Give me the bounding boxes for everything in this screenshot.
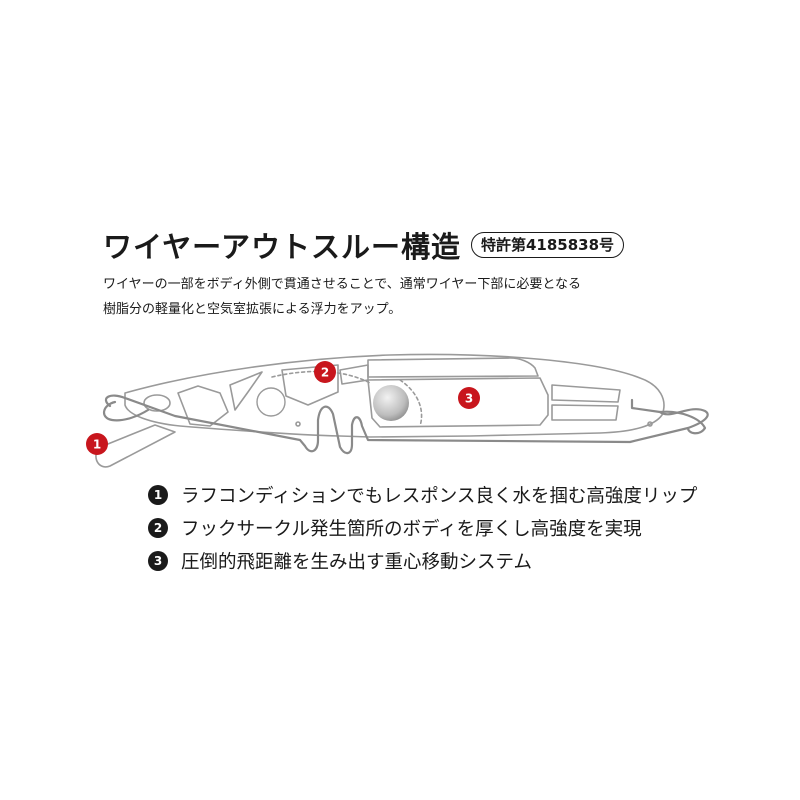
hanger-front [295, 421, 301, 427]
feature-number: 1 [148, 484, 168, 505]
description: ワイヤーの一部をボディ外側で貫通させることで、通常ワイヤー下部に必要となる 樹脂… [103, 272, 581, 322]
lure-body-outline [124, 353, 665, 438]
weight-ball [373, 385, 409, 421]
feature-text: ラフコンディションでもレスポンス良く水を掴む高強度リップ [181, 485, 698, 507]
chamber-1 [229, 371, 263, 411]
feature-list: 1 ラフコンディションでもレスポンス良く水を掴む高強度リップ 2 フックサークル… [148, 478, 697, 577]
chamber-3 [367, 357, 539, 378]
description-line-1: ワイヤーの一部をボディ外側で貫通させることで、通常ワイヤー下部に必要となる [103, 277, 582, 292]
chamber-long [367, 377, 549, 428]
front-ring [103, 400, 150, 422]
chamber-tail-1 [551, 384, 621, 403]
header: ワイヤーアウトスルー構造 特許第4185838号 [103, 224, 625, 266]
feature-number: 3 [148, 550, 168, 571]
patent-badge: 特許第4185838号 [470, 232, 625, 258]
page-title: ワイヤーアウトスルー構造 [103, 230, 461, 264]
chamber-head [177, 385, 229, 427]
feature-number: 2 [148, 517, 168, 538]
weight-ball-small [256, 387, 286, 417]
svg-text:2: 2 [321, 366, 329, 380]
feature-item: 2 フックサークル発生箇所のボディを厚くし高強度を実現 [148, 511, 697, 544]
description-line-2: 樹脂分の軽量化と空気室拡張による浮力をアップ。 [103, 302, 402, 317]
eye-socket [143, 394, 171, 412]
chamber-tail-2 [551, 404, 619, 421]
tail-eye [658, 410, 707, 435]
weight-track-2 [399, 379, 423, 427]
feature-text: フックサークル発生箇所のボディを厚くし高強度を実現 [181, 518, 642, 540]
hanger-rear [647, 421, 653, 427]
feature-item: 1 ラフコンディションでもレスポンス良く水を掴む高強度リップ [148, 478, 697, 511]
svg-text:3: 3 [465, 392, 473, 406]
wire [104, 394, 709, 455]
marker-3: 3 [458, 387, 480, 409]
marker-1: 1 [86, 433, 108, 455]
svg-text:1: 1 [93, 438, 101, 452]
feature-item: 3 圧倒的飛距離を生み出す重心移動システム [148, 544, 697, 577]
feature-text: 圧倒的飛距離を生み出す重心移動システム [181, 551, 532, 573]
marker-2: 2 [314, 361, 336, 383]
